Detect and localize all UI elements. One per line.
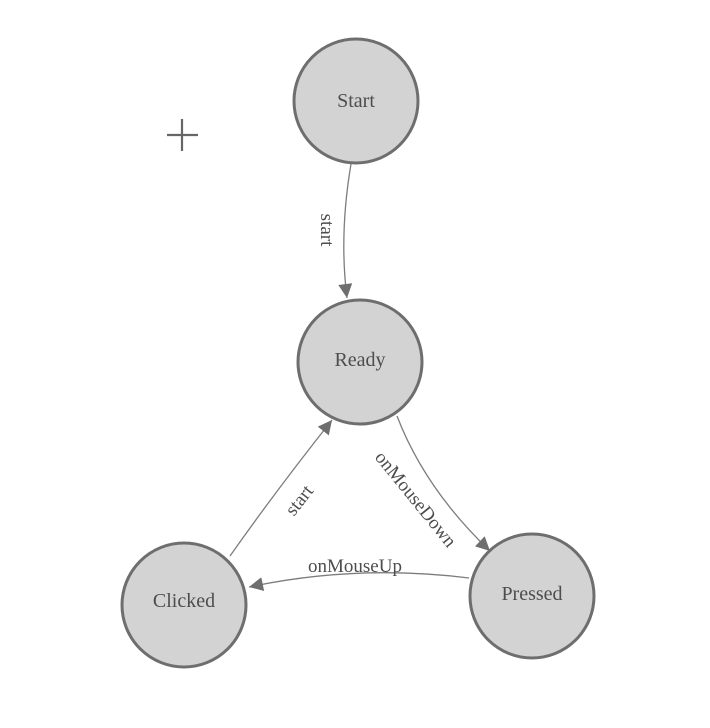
node-ready-circle[interactable] bbox=[296, 298, 424, 426]
node-pressed-circle[interactable] bbox=[468, 532, 596, 660]
edge-pressed-to-clicked[interactable]: onMouseUp bbox=[248, 556, 470, 591]
node-start-label: Start bbox=[337, 90, 375, 112]
node-start-circle[interactable] bbox=[292, 37, 420, 165]
edge-ready-to-pressed[interactable]: onMouseDown bbox=[370, 415, 491, 552]
crosshair-cursor-icon bbox=[167, 119, 198, 151]
node-clicked-label: Clicked bbox=[153, 590, 215, 612]
edge-start-to-ready[interactable]: start bbox=[316, 163, 353, 299]
node-ready[interactable]: Ready bbox=[296, 298, 424, 426]
node-pressed-label: Pressed bbox=[501, 583, 562, 605]
edge-clicked-to-ready[interactable]: start bbox=[229, 419, 333, 557]
edge-line[interactable] bbox=[248, 572, 470, 591]
node-clicked[interactable]: Clicked bbox=[120, 541, 248, 669]
node-clicked-circle[interactable] bbox=[120, 541, 248, 669]
edge-line[interactable] bbox=[229, 419, 333, 557]
node-ready-label: Ready bbox=[334, 349, 385, 371]
edge-label-pressed-to-clicked: onMouseUp bbox=[308, 556, 402, 577]
edge-line[interactable] bbox=[396, 415, 491, 552]
node-start[interactable]: Start bbox=[292, 37, 420, 165]
node-pressed[interactable]: Pressed bbox=[468, 532, 596, 660]
edge-line[interactable] bbox=[338, 163, 353, 299]
edge-label-clicked-to-ready: start bbox=[281, 481, 318, 520]
edge-label-start-to-ready: start bbox=[316, 214, 337, 247]
edge-label-ready-to-pressed: onMouseDown bbox=[370, 447, 460, 552]
